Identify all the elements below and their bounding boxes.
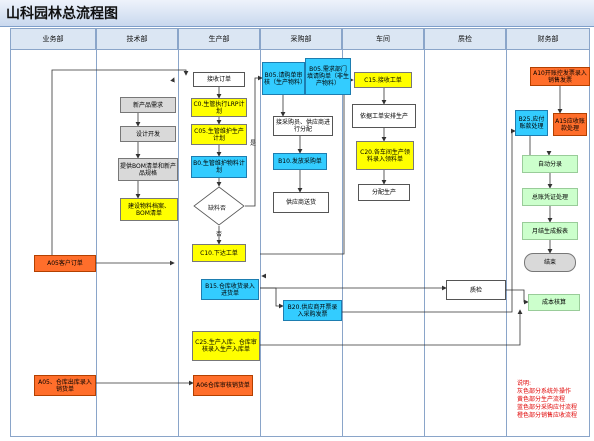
- node-a15-receivables: A15应收账款处理: [553, 113, 587, 136]
- edge-label-no: 否: [216, 231, 223, 238]
- node-c10-issue-workorder: C10.下达工单: [192, 244, 246, 262]
- node-purchase-allocate: 接采购员、供应商进行分配: [273, 116, 333, 136]
- node-warehouse-out: A05、仓库出库录入销货单: [34, 375, 96, 396]
- lane-divider: [260, 28, 261, 437]
- node-b05-requisition-nonproduction: B05.需求部门填请购单（非生产物料）: [305, 58, 351, 95]
- lane-divider: [178, 28, 179, 437]
- node-auto-entries: 自动分录: [522, 155, 578, 173]
- lane-header-workshop: 车间: [342, 28, 424, 50]
- node-month-end-report: 月结生成报表: [522, 222, 578, 240]
- node-cost-accounting: 成本核算: [528, 294, 580, 311]
- node-new-product-demand: 新产品需求: [120, 97, 176, 113]
- node-c20-material-requisition: C20.各车间生产领料录入领料单: [356, 141, 414, 170]
- node-b10-issue-po: B10.发放采购单: [273, 153, 327, 170]
- lane-divider: [342, 28, 343, 437]
- node-customer-order: A05客户订单: [34, 255, 96, 272]
- lane-divider: [424, 28, 425, 437]
- node-supplier-delivery: 供应商送货: [273, 192, 329, 213]
- lane-header-finance: 财务部: [506, 28, 590, 50]
- node-c25-production-in: C25.生产入库、仓库审核录入生产入库单: [192, 331, 260, 361]
- lane-header-qc: 质检: [424, 28, 506, 50]
- node-end: 结束: [524, 253, 576, 272]
- decision-diamond-shape: [193, 186, 245, 226]
- legend-line-gray: 灰色部分系统外操作: [517, 388, 572, 395]
- lane-divider: [506, 28, 507, 437]
- decision-label: 缺料否: [208, 205, 227, 212]
- node-arrange-production: 依据工单安排生产: [352, 104, 416, 128]
- page-title: 山科园林总流程图: [6, 6, 118, 22]
- legend-line-blue: 蓝色部分采购应付流程: [517, 404, 578, 411]
- node-design-development: 设计开发: [120, 126, 176, 142]
- node-a10-sales-invoice: A10开账控发票录入销售发票: [530, 67, 590, 86]
- lane-header-business: 业务部: [10, 28, 96, 50]
- node-c15-receive-workorder: C15.接收工单: [354, 72, 412, 88]
- node-receive-order: 接收订单: [193, 72, 245, 87]
- node-b05-requisition-production: B05.请购单审核（生产物料）: [262, 62, 306, 95]
- edge-label-yes: 是: [250, 140, 257, 147]
- legend-title: 说明:: [517, 380, 532, 387]
- title-bar: 山科园林总流程图: [0, 0, 594, 27]
- node-shortage-decision: [193, 186, 245, 226]
- node-b20-supplier-invoice: B20.供应商开票录入采购发票: [283, 300, 342, 321]
- node-c05-plan: C05.生管维护生产计划: [191, 124, 247, 145]
- lane-divider: [96, 28, 97, 437]
- legend-line-orange: 橙色部分销售应收流程: [517, 412, 578, 419]
- node-b25-payables: B25.应付账款处理: [515, 110, 548, 136]
- node-provide-bom: 提供BOM清单和新产品规格: [118, 158, 178, 181]
- legend-note: 说明: 灰色部分系统外操作 黄色部分生产流程 蓝色部分采购应付流程 橙色部分销售…: [517, 380, 577, 420]
- node-ledger-voucher: 总账凭证处理: [522, 188, 578, 206]
- node-a06-warehouse-review: A06仓库审核销货单: [193, 375, 253, 396]
- node-distribute-production: 分配生产: [358, 184, 410, 201]
- node-quality-inspection: 质检: [446, 280, 506, 300]
- node-c0-lrp: C0.生管执行LRP计划: [191, 98, 247, 117]
- node-b15-receipt: B15.仓库收货录入进货单: [201, 279, 259, 300]
- node-b0-material-plan: B0.生管维护物料计划: [191, 156, 247, 178]
- node-material-file: 建设物料档案、BOM清单: [120, 198, 178, 221]
- legend-line-yellow: 黄色部分生产流程: [517, 396, 566, 403]
